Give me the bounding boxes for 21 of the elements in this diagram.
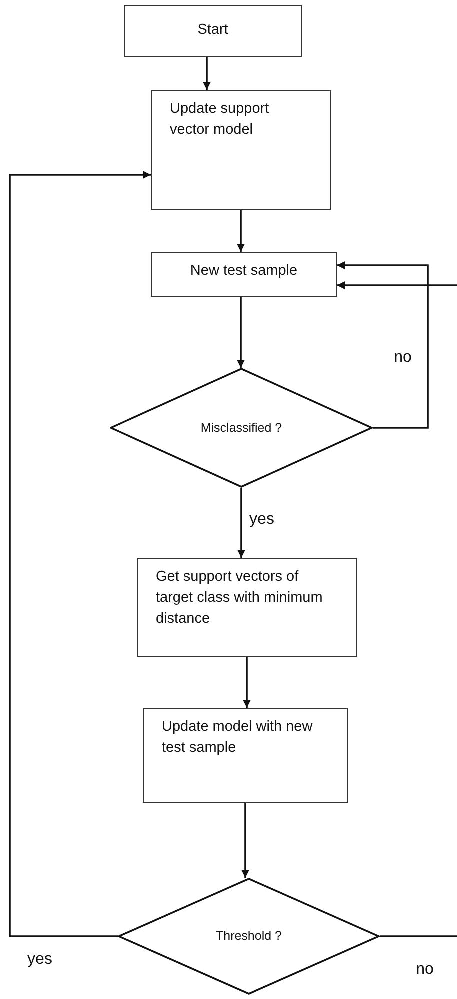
arrow: [337, 262, 429, 429]
process-label: Update support vector model: [170, 100, 270, 140]
arrow: [337, 282, 457, 290]
arrow: [243, 657, 251, 708]
arrow: [242, 803, 250, 878]
process-box: [137, 558, 357, 657]
arrow: [203, 57, 211, 90]
arrow: [9, 171, 151, 938]
decision-label: Threshold ?: [216, 928, 282, 946]
process-label: Get support vectors of target class with minimum distance: [156, 568, 324, 630]
process-label: Start: [198, 21, 228, 40]
process-label: Update model with new test sample: [162, 718, 314, 758]
process-box: [151, 90, 331, 210]
decision-label: Misclassified ?: [200, 420, 282, 437]
process-box: [143, 708, 348, 803]
arrow: [238, 488, 246, 558]
arrow: [237, 297, 245, 368]
process-box: [151, 252, 337, 297]
arrow: [237, 210, 245, 252]
process-box: [124, 5, 302, 57]
process-label: New test sample: [190, 262, 298, 281]
